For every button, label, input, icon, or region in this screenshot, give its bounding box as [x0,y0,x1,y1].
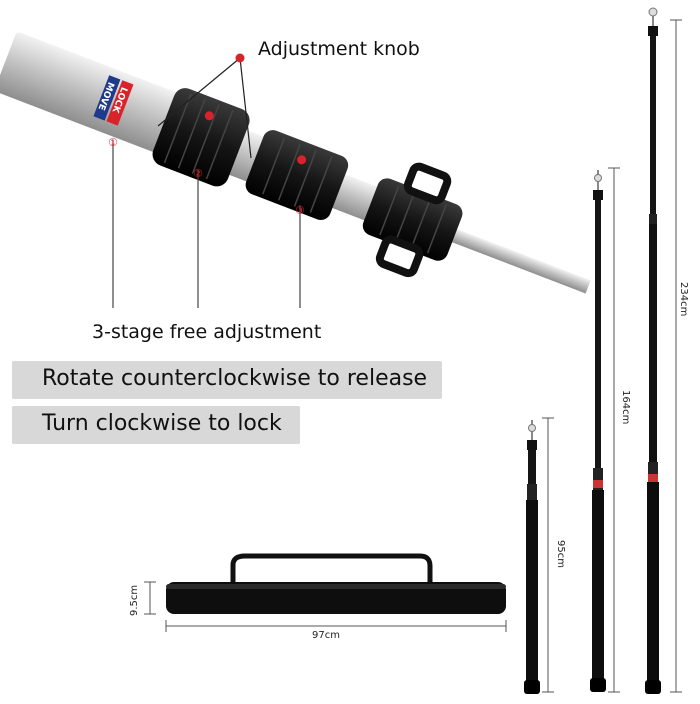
pole-medium [590,170,606,692]
release-banner: Rotate counterclockwise to release [12,361,442,399]
carry-bag [166,553,506,614]
pole-small-length: 95cm [555,540,566,568]
lock-banner: Turn clockwise to lock [12,406,300,444]
adjustment-knob-2 [245,130,349,221]
pole-large [645,7,661,694]
pole-large-length: 234cm [678,282,689,317]
stage-3-marker: ③ [295,204,305,217]
pole-small [524,420,540,694]
bag-height-label: 9.5cm [129,584,140,616]
marker-dot-2 [297,155,307,165]
pole-medium-length: 164cm [620,390,631,425]
stage-leader-lines [112,140,301,308]
adjustment-knob-label: Adjustment knob [258,38,420,60]
bag-dimension-lines [144,581,507,632]
knob-callout-dot [235,53,245,63]
tie-loop-bottom [375,235,424,278]
adjustment-knob-1 [152,88,250,187]
stage-1-marker: ① [108,136,118,149]
pole-dimension-lines [542,19,682,693]
telescopic-tube: LOCK MOVE [0,32,591,294]
knob-leader-lines [157,57,252,159]
stage-2-marker: ② [193,167,203,180]
marker-dot-1 [204,111,214,121]
stage-adjustment-label: 3-stage free adjustment [92,321,322,343]
tip-rod [445,226,591,294]
bag-length-label: 97cm [312,630,340,641]
bag-body [166,582,506,614]
outer-tube [0,32,203,162]
release-instruction: Rotate counterclockwise to release [42,366,428,391]
bag-strap [230,553,433,582]
tie-loop-top [403,162,452,205]
lock-instruction: Turn clockwise to lock [42,411,282,436]
lock-move-sticker: LOCK MOVE [93,75,134,126]
